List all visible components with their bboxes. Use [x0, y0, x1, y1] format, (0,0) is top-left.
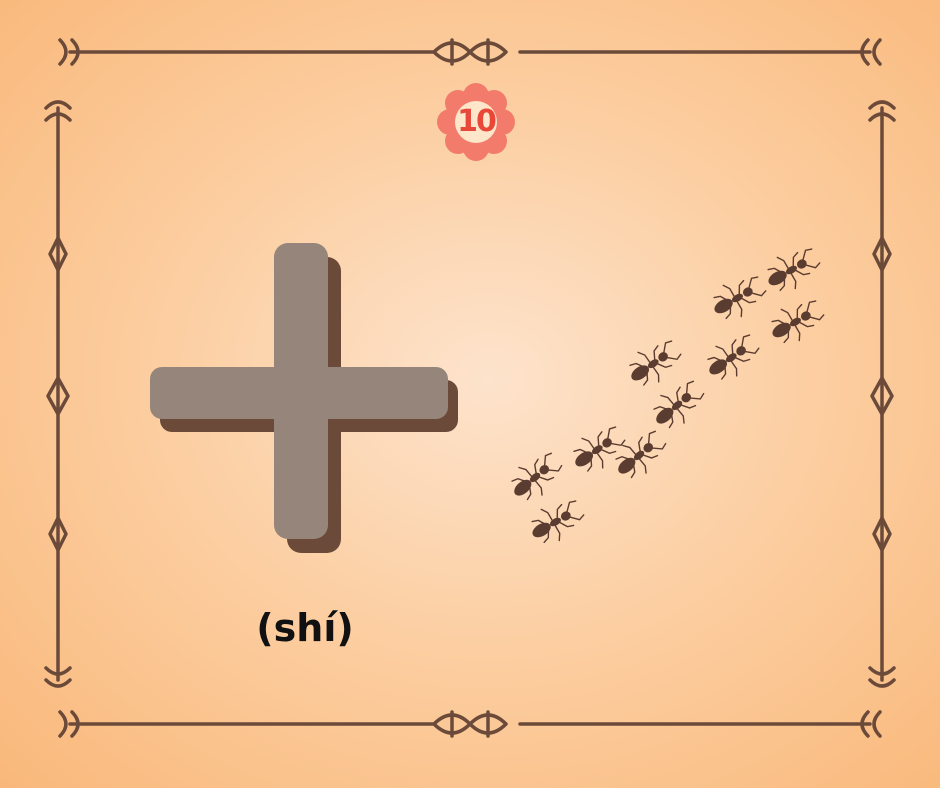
- ant-icon: [759, 239, 826, 300]
- ant-icon: [644, 372, 711, 437]
- ant-icon: [705, 267, 772, 328]
- pinyin-label: (shí): [256, 606, 354, 650]
- ant-icon: [606, 422, 673, 487]
- flower-badge-icon: [437, 83, 515, 161]
- ant-icon: [698, 326, 766, 389]
- ant-icon: [502, 444, 569, 509]
- hanzi-character: 十: [150, 243, 458, 553]
- ants-illustration: [502, 239, 830, 552]
- badge-number: 10: [457, 104, 497, 139]
- ant-icon: [763, 291, 830, 352]
- ant-icon: [620, 332, 688, 395]
- ant-icon: [523, 491, 590, 552]
- number-badge: 10: [436, 82, 516, 162]
